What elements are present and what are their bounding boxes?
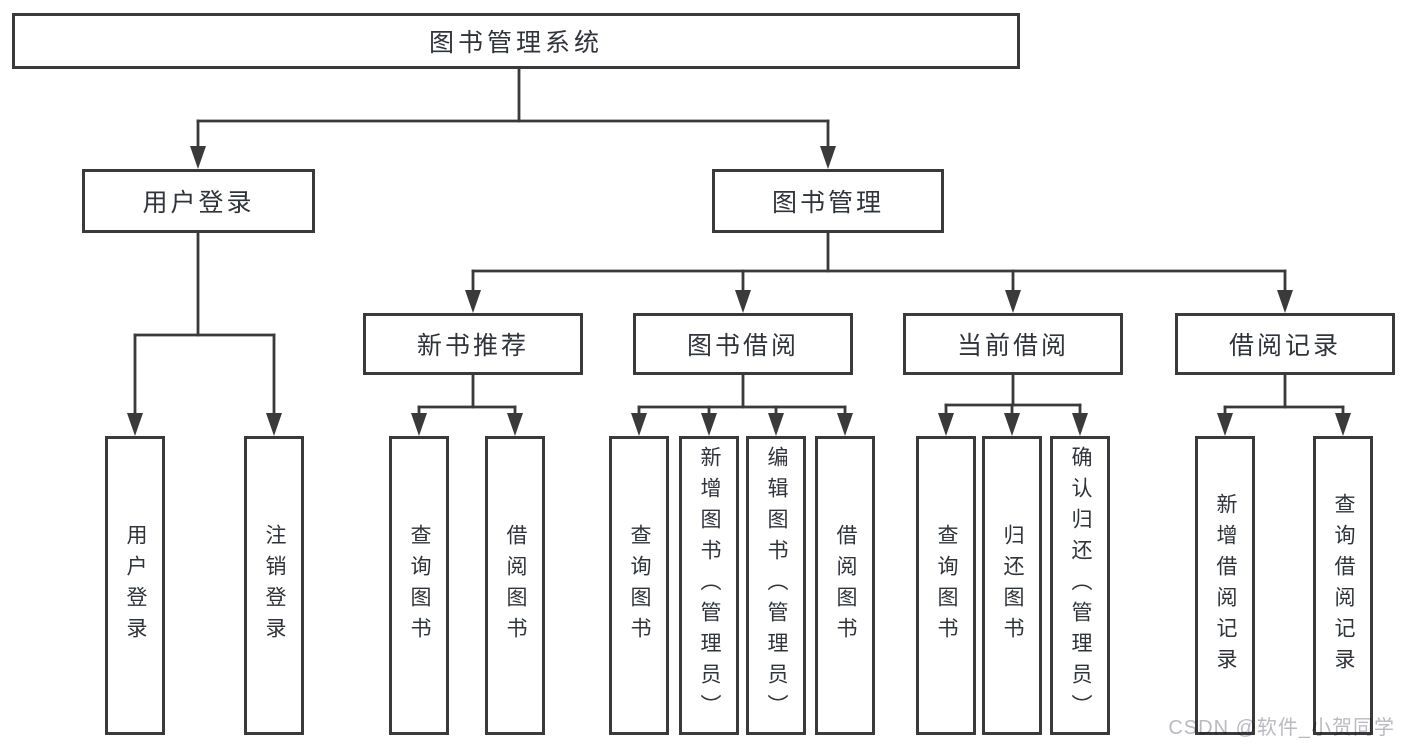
connector-group [938, 373, 1088, 436]
diagram-leaf-logout: 注销登录 [244, 436, 304, 735]
diagram-leaf-confirm-return-admin: 确认归还（管理员） [1050, 436, 1110, 735]
connector-group [1217, 373, 1351, 436]
csdn-watermark: CSDN @软件_小贺同学 [1168, 717, 1395, 739]
diagram-node-book-management: 图书管理 [712, 169, 944, 233]
leaf-label: 归还图书 [1001, 523, 1024, 648]
arrowhead-icon [127, 413, 143, 436]
connector-group [127, 231, 282, 436]
diagram-node-user-login: 用户登录 [82, 169, 315, 233]
leaf-label: 编辑图书（管理员） [765, 446, 788, 725]
leaf-label: 查询图书 [408, 523, 431, 648]
node-label: 当前借阅 [956, 332, 1069, 360]
diagram-node-book-borrowing: 图书借阅 [633, 313, 853, 375]
diagram-leaf-query-borrow-record: 查询借阅记录 [1313, 436, 1373, 735]
diagram-leaf-query-books-1: 查询图书 [389, 436, 449, 735]
arrowhead-icon [820, 146, 836, 169]
arrowhead-icon [735, 290, 751, 313]
arrowhead-icon [1335, 413, 1351, 436]
diagram-leaf-borrow-books-1: 借阅图书 [485, 436, 545, 735]
leaf-label: 用户登录 [124, 523, 147, 648]
leaf-label: 新增图书（管理员） [698, 446, 721, 725]
diagram-leaf-user-login: 用户登录 [105, 436, 165, 735]
node-label: 新书推荐 [416, 332, 529, 360]
diagram-leaf-query-books-2: 查询图书 [609, 436, 669, 735]
diagram-node-current-borrowing: 当前借阅 [903, 313, 1123, 375]
diagram-node-new-book-recommendation: 新书推荐 [363, 313, 583, 375]
diagram-leaf-borrow-books-2: 借阅图书 [815, 436, 875, 735]
arrowhead-icon [631, 413, 647, 436]
connector-group [631, 373, 853, 436]
arrowhead-icon [1072, 413, 1088, 436]
arrowhead-icon [190, 146, 206, 169]
diagram-leaf-add-borrow-record: 新增借阅记录 [1195, 436, 1255, 735]
diagram-node-library-management-system: 图书管理系统 [12, 13, 1020, 69]
arrowhead-icon [1277, 290, 1293, 313]
leaf-label: 确认归还（管理员） [1069, 446, 1092, 725]
diagram-node-borrowing-records: 借阅记录 [1175, 313, 1395, 375]
diagram-leaf-add-book-admin: 新增图书（管理员） [679, 436, 739, 735]
leaf-label: 新增借阅记录 [1214, 492, 1237, 679]
connector-group [411, 373, 523, 436]
arrowhead-icon [1217, 413, 1233, 436]
leaf-label: 查询图书 [935, 523, 958, 648]
node-label: 图书管理 [771, 189, 884, 217]
arrowhead-icon [701, 413, 717, 436]
arrowhead-icon [938, 413, 954, 436]
arrowhead-icon [837, 413, 853, 436]
diagram-leaf-return-books: 归还图书 [982, 436, 1042, 735]
leaf-label: 查询借阅记录 [1332, 492, 1355, 679]
arrowhead-icon [507, 413, 523, 436]
node-label: 借阅记录 [1228, 332, 1341, 360]
arrowhead-icon [768, 413, 784, 436]
diagram-leaf-edit-book-admin: 编辑图书（管理员） [746, 436, 806, 735]
leaf-label: 查询图书 [628, 523, 651, 648]
node-label: 图书借阅 [686, 332, 799, 360]
arrowhead-icon [411, 413, 427, 436]
leaf-label: 借阅图书 [834, 523, 857, 648]
arrowhead-icon [465, 290, 481, 313]
arrowhead-icon [266, 413, 282, 436]
node-label: 图书管理系统 [428, 29, 603, 57]
diagram-leaf-query-books-3: 查询图书 [916, 436, 976, 735]
arrowhead-icon [1005, 290, 1021, 313]
node-label: 用户登录 [142, 189, 255, 217]
leaf-label: 注销登录 [263, 523, 286, 648]
arrowhead-icon [1004, 413, 1020, 436]
connector-group [190, 67, 836, 169]
leaf-label: 借阅图书 [504, 523, 527, 648]
connector-group [465, 231, 1293, 313]
